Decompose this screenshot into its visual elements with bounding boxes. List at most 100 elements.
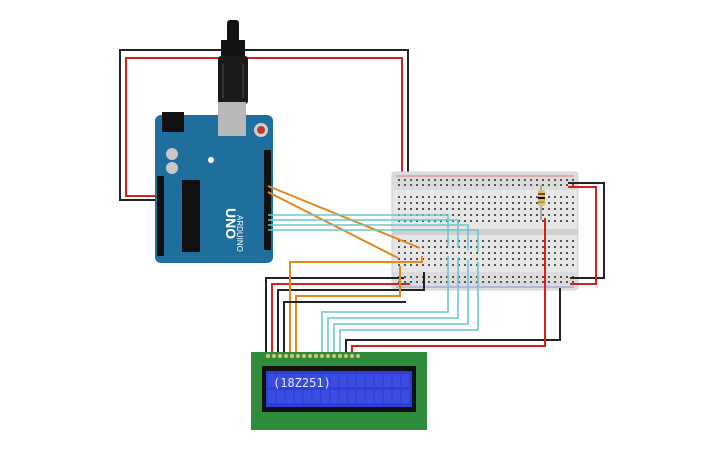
breadboard-hole [506, 208, 508, 210]
breadboard-hole [464, 258, 466, 260]
lcd-cell [339, 390, 347, 403]
breadboard-hole [440, 258, 442, 260]
breadboard-hole [518, 264, 520, 266]
breadboard-hole [422, 264, 424, 266]
breadboard-hole [488, 281, 490, 283]
breadboard-hole [572, 184, 574, 186]
breadboard-hole [410, 179, 412, 181]
breadboard-hole [410, 258, 412, 260]
breadboard-hole [518, 208, 520, 210]
breadboard-hole [410, 202, 412, 204]
breadboard-hole [410, 252, 412, 254]
breadboard-hole [482, 214, 484, 216]
breadboard-hole [572, 179, 574, 181]
usb-connector-icon [218, 20, 248, 104]
breadboard-hole [440, 184, 442, 186]
breadboard-hole [572, 264, 574, 266]
rail-jumper-wires[interactable] [568, 182, 605, 285]
lcd-cell [374, 390, 383, 403]
breadboard-hole [446, 184, 448, 186]
breadboard-hole [554, 184, 556, 186]
breadboard-hole [446, 276, 448, 278]
breadboard-hole [548, 202, 550, 204]
breadboard-hole [464, 179, 466, 181]
breadboard-hole [518, 258, 520, 260]
breadboard-hole [488, 252, 490, 254]
breadboard-hole [422, 202, 424, 204]
breadboard-hole [434, 258, 436, 260]
breadboard-hole [452, 258, 454, 260]
lcd-cell [276, 390, 285, 403]
breadboard-hole [428, 202, 430, 204]
breadboard-hole [500, 179, 502, 181]
breadboard-hole [530, 281, 532, 283]
breadboard-hole [524, 281, 526, 283]
breadboard-hole [470, 196, 472, 198]
breadboard-hole [458, 208, 460, 210]
breadboard-hole [548, 246, 550, 248]
breadboard-hole [458, 246, 460, 248]
breadboard-hole [530, 214, 532, 216]
arduino-board[interactable]: ARDUINO UNO [155, 102, 273, 263]
breadboard-hole [398, 240, 400, 242]
breadboard-hole [536, 202, 538, 204]
breadboard-hole [458, 220, 460, 222]
breadboard-hole [560, 276, 562, 278]
breadboard-hole [458, 258, 460, 260]
breadboard-hole [494, 252, 496, 254]
lcd-pin [266, 354, 270, 358]
capacitor-2 [166, 162, 178, 174]
breadboard-hole [500, 276, 502, 278]
breadboard-hole [404, 220, 406, 222]
breadboard-hole [458, 214, 460, 216]
breadboard-hole [470, 264, 472, 266]
breadboard-hole [452, 196, 454, 198]
breadboard-hole [404, 252, 406, 254]
breadboard-hole [560, 240, 562, 242]
breadboard-hole [476, 281, 478, 283]
top-power-wires[interactable] [119, 49, 409, 201]
breadboard-hole [404, 208, 406, 210]
breadboard-hole [512, 276, 514, 278]
breadboard-hole [572, 281, 574, 283]
breadboard-hole [518, 220, 520, 222]
breadboard-hole [530, 258, 532, 260]
lcd-pin [350, 354, 354, 358]
breadboard-hole [482, 220, 484, 222]
breadboard-hole [464, 220, 466, 222]
breadboard-hole [542, 240, 544, 242]
cyan-data-wires[interactable] [268, 214, 479, 252]
breadboard-hole [464, 214, 466, 216]
breadboard-hole [488, 196, 490, 198]
lcd-module[interactable]: (18Z251) [251, 352, 427, 430]
breadboard-hole [458, 202, 460, 204]
breadboard-hole [470, 184, 472, 186]
breadboard-hole [512, 220, 514, 222]
breadboard-hole [560, 264, 562, 266]
breadboard-hole [518, 246, 520, 248]
breadboard-hole [482, 184, 484, 186]
breadboard-hole [494, 179, 496, 181]
lcd-pin [272, 354, 276, 358]
breadboard-hole [530, 240, 532, 242]
breadboard-hole [500, 214, 502, 216]
breadboard-hole [548, 208, 550, 210]
lcd-cell [348, 374, 356, 387]
breadboard-hole [494, 264, 496, 266]
lcd-connection-wires[interactable] [265, 218, 561, 352]
breadboard-hole [476, 202, 478, 204]
lcd-cell [312, 374, 321, 387]
arduino-brand-label: ARDUINO [235, 215, 244, 252]
lcd-pin [320, 354, 324, 358]
breadboard-hole [536, 264, 538, 266]
breadboard-hole [476, 208, 478, 210]
resistor-icon [538, 185, 545, 220]
breadboard-hole [518, 281, 520, 283]
breadboard-hole [530, 264, 532, 266]
breadboard[interactable] [391, 171, 579, 291]
lcd-cell [285, 374, 294, 387]
breadboard-hole [416, 184, 418, 186]
breadboard-hole [542, 220, 544, 222]
breadboard-hole [494, 208, 496, 210]
